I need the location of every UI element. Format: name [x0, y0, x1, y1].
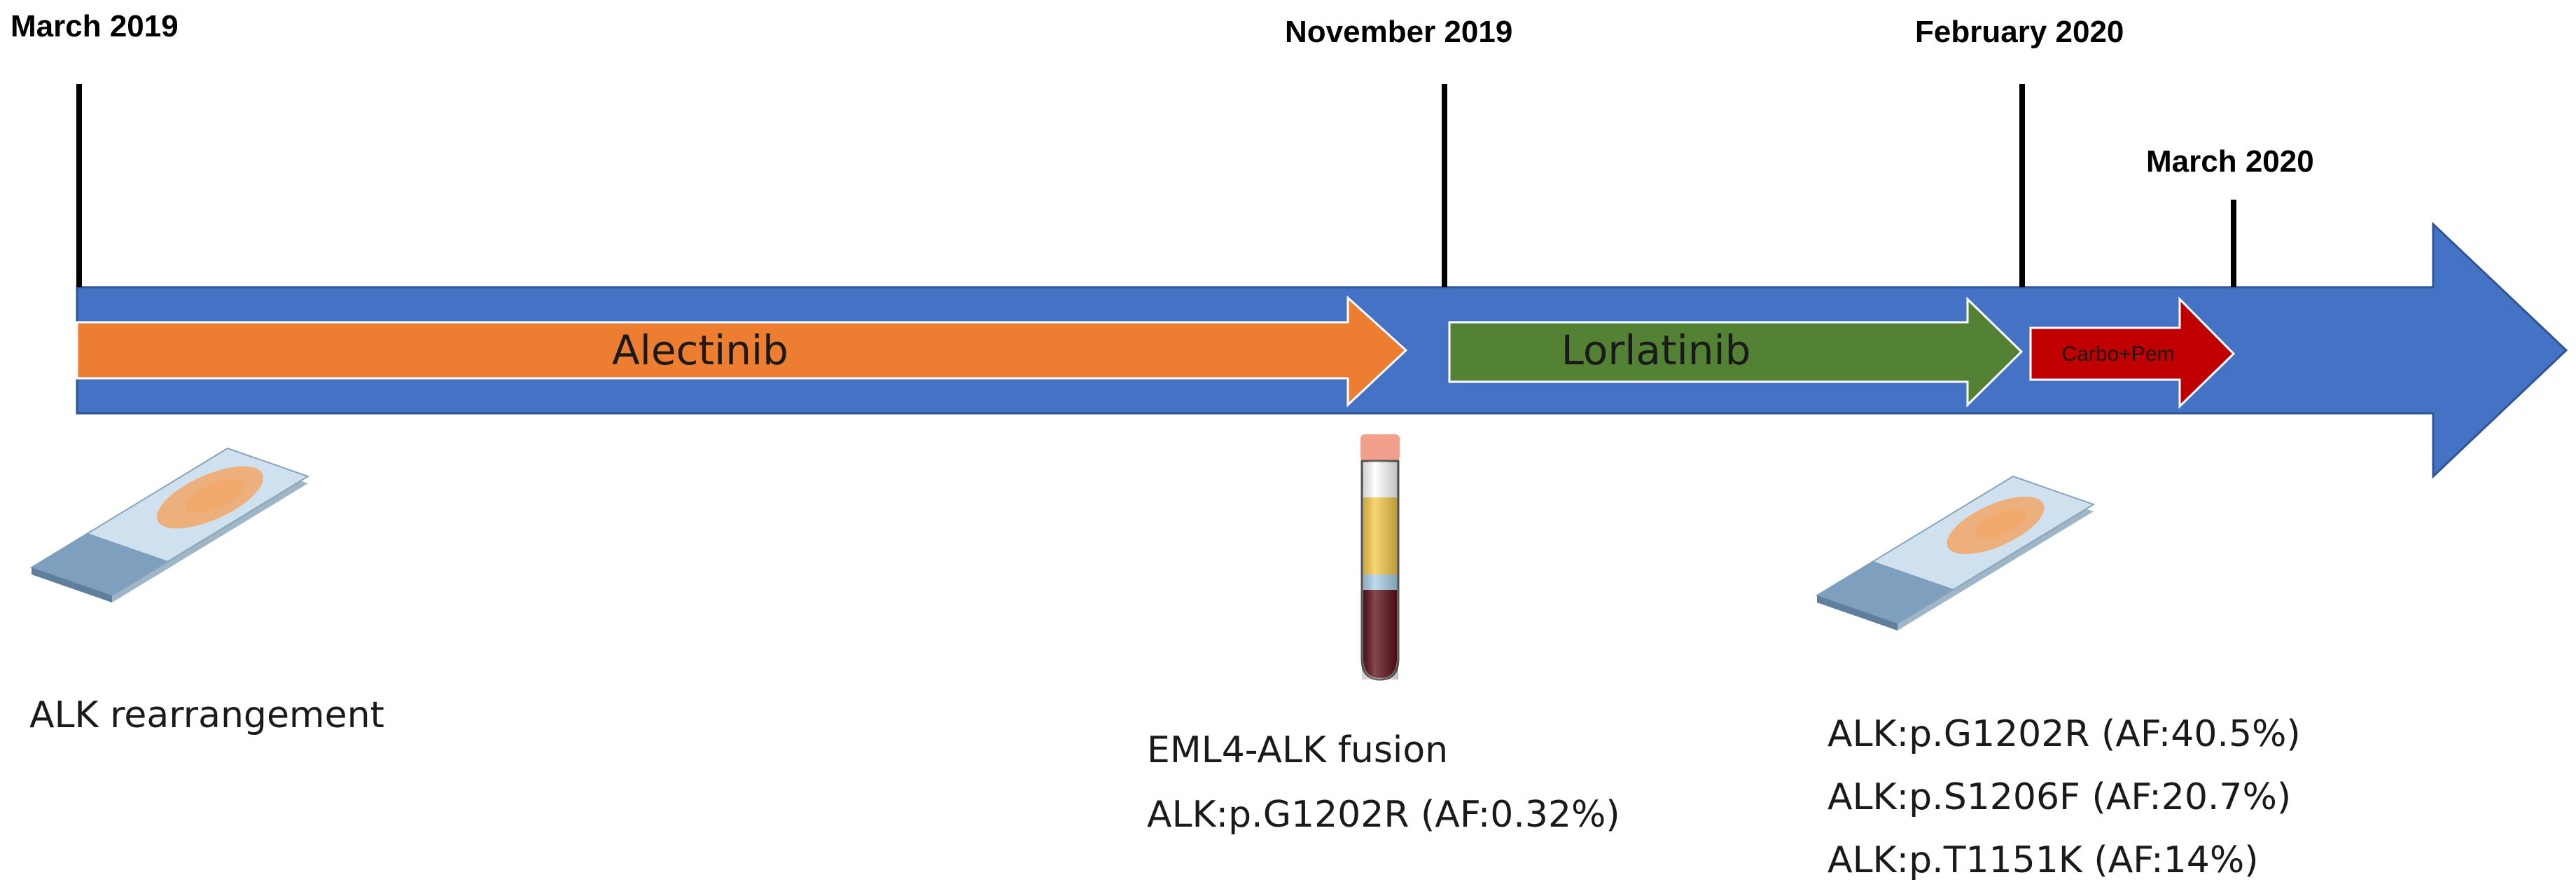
date-label-march-2019: March 2019 — [11, 9, 179, 43]
finding-t1151k-tissue: ALK:p.T1151K (AF:14%) — [1827, 839, 2259, 881]
lorlatinib-label: Lorlatinib — [1561, 326, 1751, 374]
finding-s1206f-tissue: ALK:p.S1206F (AF:20.7%) — [1827, 776, 2291, 818]
carbo-pem-arrow — [2029, 296, 2236, 409]
carbo-pem-label: Carbo+Pem — [2062, 343, 2175, 366]
tissue-slide-icon — [1815, 475, 2096, 630]
alectinib-label: Alectinib — [612, 326, 788, 374]
alectinib-arrow — [76, 295, 1408, 408]
date-label-february-2020: February 2020 — [1915, 15, 2124, 49]
date-label-november-2019: November 2019 — [1285, 15, 1512, 49]
date-label-march-2020: March 2020 — [2146, 144, 2314, 179]
lorlatinib-arrow — [1448, 296, 2024, 408]
tissue-slide-icon — [29, 447, 310, 602]
blood-tube-icon — [1360, 434, 1400, 681]
finding-eml4-alk-fusion: EML4-ALK fusion — [1147, 729, 1448, 771]
finding-g1202r-liquid: ALK:p.G1202R (AF:0.32%) — [1147, 794, 1620, 836]
finding-g1202r-tissue: ALK:p.G1202R (AF:40.5%) — [1827, 713, 2301, 755]
finding-alk-rearrangement: ALK rearrangement — [29, 694, 384, 736]
